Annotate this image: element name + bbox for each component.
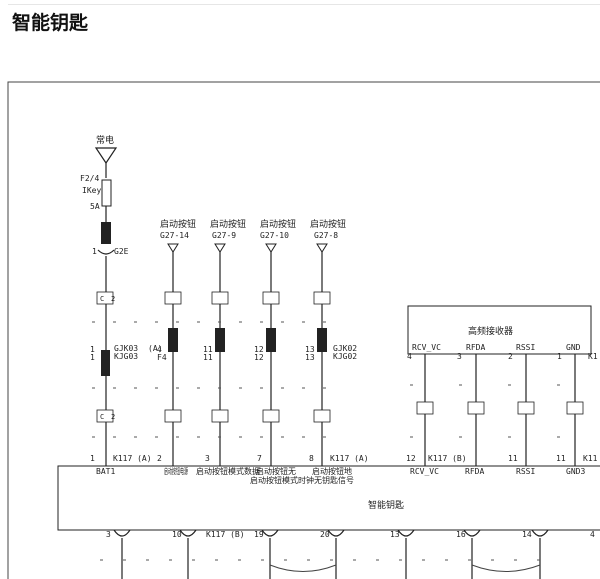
module-mid-label-1: 启动按钮无 [256, 466, 296, 476]
fuse-line2: IKey [82, 186, 101, 195]
svg-text:4: 4 [157, 345, 162, 354]
supply-terminal-icon [94, 147, 118, 165]
fuse-icon [101, 179, 112, 207]
svg-text:8: 8 [309, 454, 314, 463]
svg-text:11: 11 [556, 454, 566, 463]
button-column-2: 启动按钮 G27-9 11 11 [203, 218, 246, 466]
smart-key-module-box [57, 465, 600, 531]
receiver-pin-4-name: GND [566, 343, 581, 352]
module-connector-a-right: K117 (A) [330, 454, 369, 463]
svg-text:1: 1 [557, 352, 562, 361]
module-pin-data-label: 启动按钮模式数据 [196, 466, 260, 476]
svg-text:11: 11 [203, 345, 213, 354]
svg-text:2: 2 [111, 295, 115, 303]
svg-text:1: 1 [90, 353, 95, 362]
harness-connector-icon [101, 350, 110, 376]
receiver-inline-tags [416, 401, 584, 415]
svg-text:K11: K11 [583, 454, 598, 463]
supply-connector-name: G2E [114, 247, 129, 256]
top-rule [8, 4, 600, 5]
button-column-3: 启动按钮 G27-10 12 12 [254, 218, 296, 466]
harness-right-lower: KJG02 [333, 352, 357, 361]
module-bottom-pins: 3 10 19 20 13 16 14 4 [106, 530, 595, 539]
svg-text:13: 13 [390, 530, 400, 539]
svg-text:2: 2 [157, 454, 162, 463]
svg-text:3: 3 [457, 352, 462, 361]
svg-text:7: 7 [257, 454, 262, 463]
button-column-1: 启动按钮 G27-14 4 F4 [157, 218, 196, 466]
fuse-rating: 5A [90, 202, 100, 211]
svg-text:11: 11 [508, 454, 518, 463]
harness-right-upper: GJK02 [333, 344, 357, 353]
svg-text:19: 19 [254, 530, 264, 539]
receiver-pin-1-name: RCV_VC [412, 343, 441, 352]
module-connector-b-mid: K117 (B) [428, 454, 467, 463]
svg-text:4: 4 [407, 352, 412, 361]
svg-text:K1: K1 [588, 352, 598, 361]
button-3-label: 启动按钮 [260, 218, 296, 230]
button-4-pin: G27-8 [314, 231, 338, 240]
svg-text:12: 12 [254, 353, 264, 362]
module-mid-label-2: 无钥匙信号 [314, 475, 354, 485]
page-title: 智能钥匙 [12, 12, 89, 34]
inline-tag-group: C 2 C 2 [96, 291, 115, 423]
connector-body-icon [101, 222, 111, 244]
bottom-twisted-pair-icon [269, 564, 337, 572]
svg-text:F4: F4 [157, 353, 167, 362]
module-connector-a: K117 (A) [113, 454, 152, 463]
fuse-line1: F2/4 [80, 174, 99, 183]
svg-text:13: 13 [305, 353, 315, 362]
receiver-pin-2-name: RFDA [466, 343, 485, 352]
bottom-twisted-pair-icon-2 [471, 564, 541, 572]
svg-text:2: 2 [508, 352, 513, 361]
svg-text:C: C [100, 295, 104, 303]
supply-label: 常电 [96, 134, 114, 146]
receiver-wires [424, 354, 576, 466]
svg-text:1: 1 [90, 345, 95, 354]
module-pin-rcvvc: RCV_VC [410, 467, 439, 476]
svg-text:12: 12 [406, 454, 416, 463]
module-connector-b: K117 (B) [206, 530, 245, 539]
svg-text:3: 3 [106, 530, 111, 539]
harness-upper-suffix: (A) [148, 344, 162, 353]
dash-row [92, 321, 330, 438]
module-pin-bat1: BAT1 [96, 467, 115, 476]
svg-text:10: 10 [172, 530, 182, 539]
button-1-pin: G27-14 [160, 231, 189, 240]
harness-lower-name: KJG03 [114, 352, 138, 361]
svg-text:20: 20 [320, 530, 330, 539]
button-2-pin: G27-9 [212, 231, 236, 240]
receiver-title: 高频接收器 [468, 325, 513, 337]
connector-cap-icon [97, 249, 115, 255]
button-1-label: 启动按钮 [160, 218, 196, 230]
button-column-4: 启动按钮 G27-8 13 13 GJK02 KJG02 [305, 218, 357, 466]
svg-text:C: C [100, 413, 104, 421]
supply-connector-pin: 1 [92, 247, 97, 256]
receiver-box [407, 305, 592, 355]
svg-text:13: 13 [305, 345, 315, 354]
svg-text:16: 16 [456, 530, 466, 539]
module-pin-gnd3: GND3 [566, 467, 585, 476]
svg-text:3: 3 [205, 454, 210, 463]
button-3-pin: G27-10 [260, 231, 289, 240]
module-pin-clock-label: 启动按钮模式时钟 [250, 475, 314, 485]
module-pin-power-label: 启动按钮电源 [164, 466, 188, 476]
module-pin-rfda: RFDA [465, 467, 484, 476]
svg-text:12: 12 [254, 345, 264, 354]
harness-upper-name: GJK03 [114, 344, 138, 353]
module-pin-ground-label: 启动按钮地 [312, 466, 352, 476]
diagram-frame [7, 81, 600, 579]
button-4-label: 启动按钮 [310, 218, 346, 230]
button-2-label: 启动按钮 [210, 218, 246, 230]
svg-text:14: 14 [522, 530, 532, 539]
svg-text:2: 2 [111, 413, 115, 421]
module-pin-rssi: RSSI [516, 467, 535, 476]
svg-text:11: 11 [203, 353, 213, 362]
receiver-pin-3-name: RSSI [516, 343, 535, 352]
svg-text:4: 4 [590, 530, 595, 539]
module-title: 智能钥匙 [368, 499, 404, 511]
svg-text:1: 1 [90, 454, 95, 463]
module-bottom-terminals [113, 529, 549, 579]
